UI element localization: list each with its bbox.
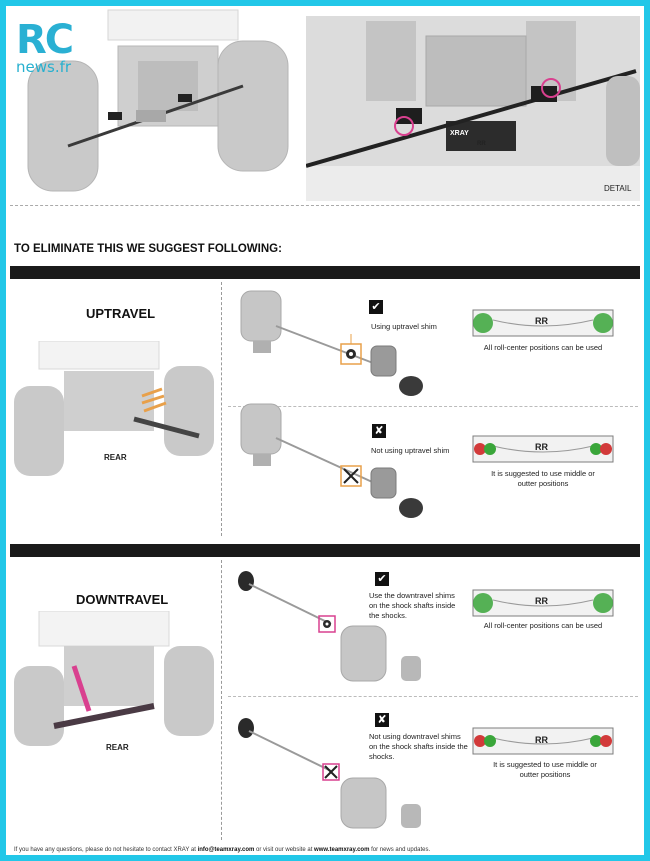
footer-note: If you have any questions, please do not… <box>14 847 430 853</box>
uptravel-check-icon: ✔ <box>369 300 383 314</box>
uptravel-good-shock-illustration <box>240 290 423 396</box>
downtravel-good-shock-illustration <box>238 571 421 682</box>
uptravel-bad-rr-label: RR <box>535 442 548 452</box>
downtravel-bad-roll-center-diagram <box>472 727 614 755</box>
footer-text-3: for news and updates. <box>371 847 431 853</box>
downtravel-good-roll-center-diagram <box>472 589 614 617</box>
detail-label: DETAIL <box>604 184 632 193</box>
uptravel-bad-shock-illustration <box>240 403 423 518</box>
instruction-page: RC news.fr XRAY RR DETAIL TO ELIMINATE T… <box>6 6 644 855</box>
downtravel-good-rc-caption: All roll-center positions can be used <box>483 621 603 630</box>
downtravel-good-caption: Use the downtravel shims on the shock sh… <box>369 591 456 620</box>
footer-email-link[interactable]: info@teamxray.com <box>197 847 255 853</box>
uptravel-good-caption: Using uptravel shim <box>371 322 437 331</box>
car-rear-illustration <box>27 9 289 192</box>
uptravel-bad-roll-center-diagram <box>472 435 614 463</box>
uptravel-good-rc-caption: All roll-center positions can be used <box>483 343 603 352</box>
downtravel-bar <box>10 544 640 557</box>
footer-text-2: or visit our website at <box>256 847 313 853</box>
suggestion-heading: TO ELIMINATE THIS WE SUGGEST FOLLOWING: <box>14 243 282 255</box>
uptravel-bad-caption: Not using uptravel shim <box>371 446 450 455</box>
uptravel-rear-label: REAR <box>104 453 127 462</box>
downtravel-bad-shock-illustration <box>238 718 421 829</box>
downtravel-vertical-divider <box>221 560 222 840</box>
downtravel-car-illustration <box>14 611 214 746</box>
downtravel-row-divider <box>228 696 638 697</box>
uptravel-row-divider <box>228 406 638 407</box>
logo-news: news.fr <box>16 58 72 76</box>
detail-illustration <box>306 16 640 201</box>
downtravel-bad-rc-caption: It is suggested to use middle or outter … <box>493 760 597 779</box>
uptravel-bar <box>10 266 640 279</box>
rcnews-logo: RC news.fr <box>16 17 74 76</box>
uptravel-vertical-divider <box>221 282 222 536</box>
footer-website-link[interactable]: www.teamxray.com <box>314 847 370 853</box>
logo-rc: RC <box>16 17 74 63</box>
downtravel-good-rr-label: RR <box>535 596 548 606</box>
uptravel-cross-icon: ✘ <box>372 424 386 438</box>
section-divider <box>10 205 640 206</box>
xray-label: XRAY <box>450 130 469 137</box>
downtravel-bad-rr-label: RR <box>535 735 548 745</box>
downtravel-bad-caption: Not using downtravel shims on the shock … <box>369 732 468 761</box>
rr-mark: RR <box>477 141 486 147</box>
downtravel-check-icon: ✔ <box>375 572 389 586</box>
downtravel-cross-icon: ✘ <box>375 713 389 727</box>
downtravel-title: DOWNTRAVEL <box>76 592 169 607</box>
uptravel-title: UPTRAVEL <box>86 306 156 321</box>
uptravel-car-illustration <box>14 341 214 476</box>
downtravel-rear-label: REAR <box>106 743 129 752</box>
uptravel-good-rr-label: RR <box>535 316 548 326</box>
uptravel-good-roll-center-diagram <box>472 309 614 337</box>
uptravel-bad-rc-caption: It is suggested to use middle or outter … <box>491 469 595 488</box>
footer-text-1: If you have any questions, please do not… <box>14 847 196 853</box>
